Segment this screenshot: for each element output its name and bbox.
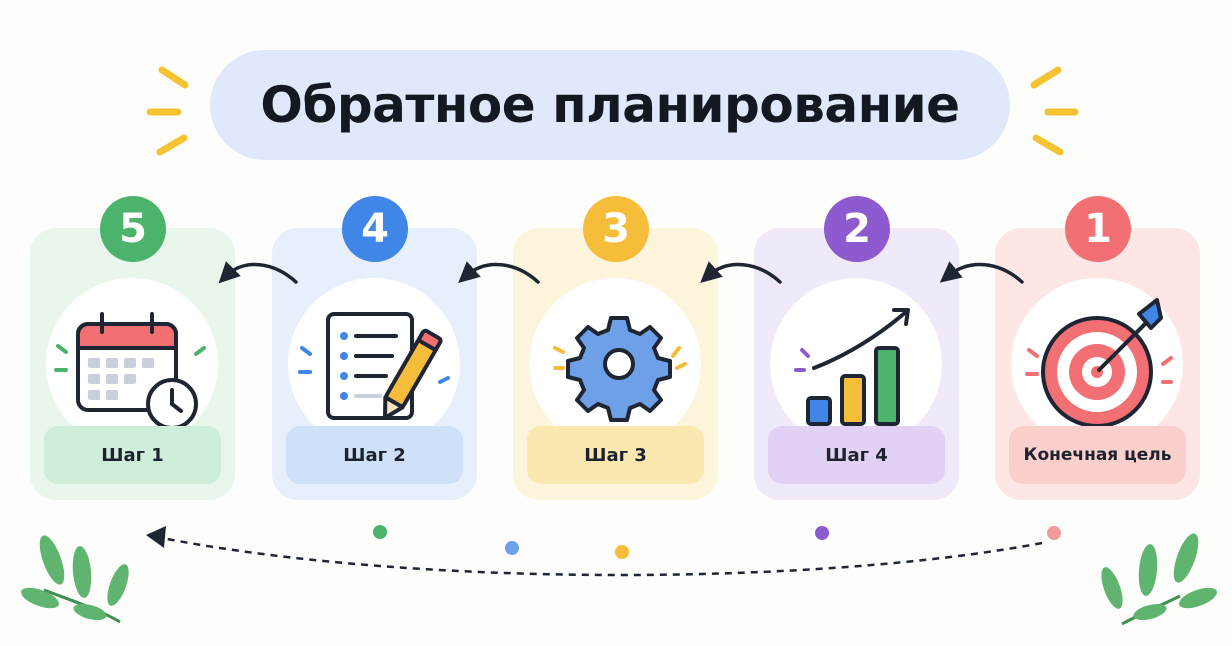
page-title: Обратное планирование: [260, 76, 960, 134]
step-label: Шаг 1: [101, 444, 164, 466]
gear-icon: [553, 316, 687, 422]
growth-bar-chart-icon: [794, 308, 910, 426]
step-badge-3: 3: [583, 196, 649, 262]
title-banner: Обратное планирование: [210, 50, 1010, 160]
leaf-sprig-left: [21, 535, 129, 624]
step-label: Шаг 3: [584, 444, 647, 466]
step-card-5: Конечная цель: [995, 228, 1200, 500]
dashed-arrow-head: [146, 526, 166, 548]
step-label-box: Шаг 2: [286, 426, 463, 484]
step-badge-1: 1: [1065, 196, 1131, 262]
step-label-box: Конечная цель: [1009, 426, 1186, 484]
ray-left-3: [156, 134, 188, 156]
step-label: Конечная цель: [1023, 445, 1172, 465]
dot-green: [373, 525, 387, 539]
step-label-box: Шаг 4: [768, 426, 945, 484]
badge-number: 5: [119, 206, 147, 252]
step-badge-5: 5: [100, 196, 166, 262]
dot-red: [1047, 526, 1061, 540]
step-label-box: Шаг 3: [527, 426, 704, 484]
dot-yellow: [615, 545, 629, 559]
step-badge-4: 4: [342, 196, 408, 262]
step-card-4: Шаг 4: [754, 228, 959, 500]
icon-circle: [46, 278, 218, 450]
step-card-1: Шаг 1: [30, 228, 235, 500]
step-card-3: Шаг 3: [513, 228, 718, 500]
dot-purple: [815, 526, 829, 540]
icon-circle: [770, 278, 942, 450]
step-badge-2: 2: [824, 196, 890, 262]
badge-number: 3: [602, 206, 630, 252]
ray-left-1: [158, 66, 189, 89]
icon-circle: [288, 278, 460, 450]
badge-number: 4: [361, 206, 389, 252]
ray-right-3: [1032, 134, 1064, 156]
target-arrow-icon: [1025, 298, 1173, 428]
icon-circle: [529, 278, 701, 450]
leaf-sprig-right: [1101, 533, 1217, 626]
icon-circle: [1011, 278, 1183, 450]
checklist-pencil-icon: [298, 312, 450, 420]
step-label: Шаг 4: [825, 444, 888, 466]
badge-number: 1: [1084, 206, 1112, 252]
step-label-box: Шаг 1: [44, 426, 221, 484]
step-label: Шаг 2: [343, 444, 406, 466]
step-card-2: Шаг 2: [272, 228, 477, 500]
dot-blue: [505, 541, 519, 555]
badge-number: 2: [843, 206, 871, 252]
dashed-return-arrow: [161, 536, 1043, 577]
ray-right-1: [1030, 66, 1062, 89]
calendar-clock-icon: [54, 312, 206, 430]
